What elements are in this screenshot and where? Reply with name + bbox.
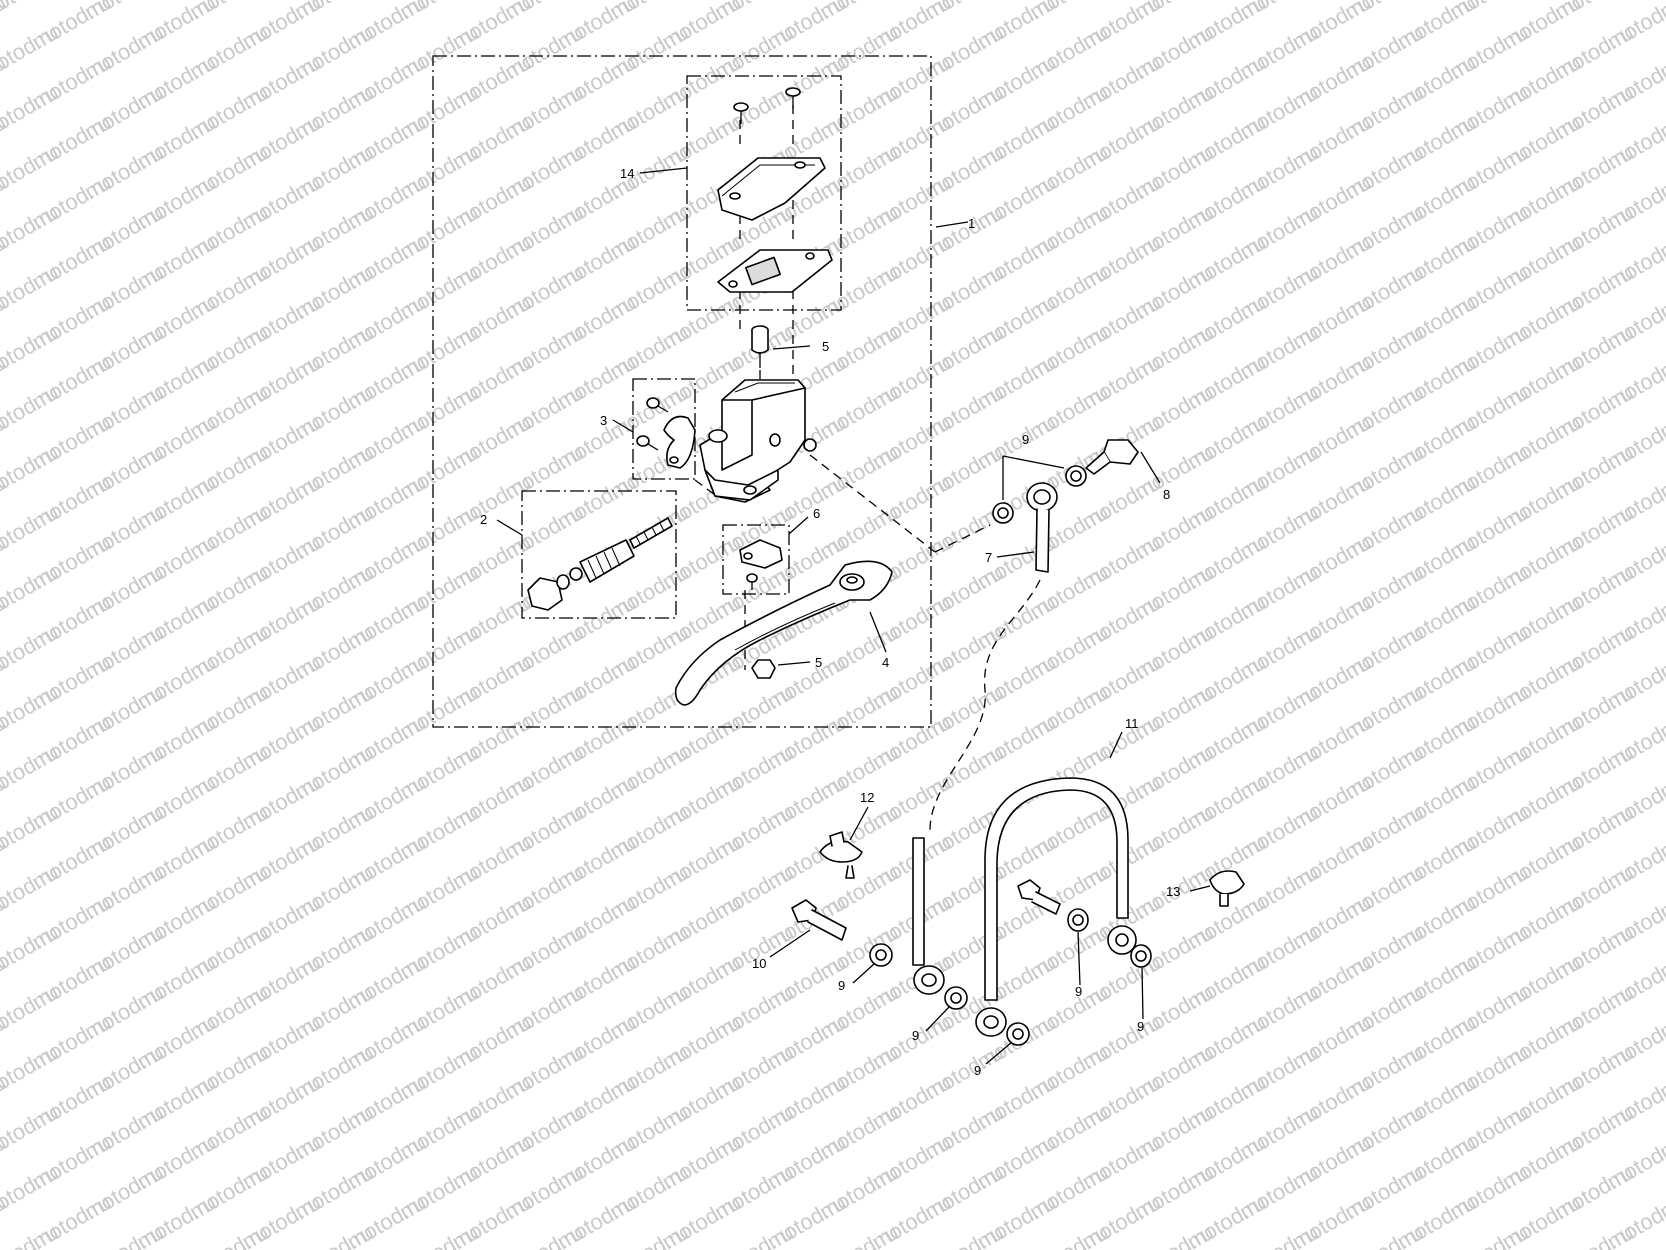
cap-screw-left	[733, 102, 749, 124]
hose-clip-12	[819, 831, 863, 879]
watermark-text: motod.ru	[0, 499, 63, 564]
watermark-text: motod.ru	[0, 559, 63, 624]
watermark-text: motod.ru	[0, 439, 63, 504]
watermark-text: motod.ru	[0, 979, 63, 1044]
master-cylinder-body	[699, 379, 817, 503]
callout-labels: 1 2 3 4 5 5 6 7 8 9 9 9 9 9 9 9 10 10 11…	[480, 166, 1180, 1078]
pivot-bolt-upper	[751, 325, 769, 368]
piston-assembly	[527, 517, 673, 611]
callout-8: 8	[1163, 487, 1170, 502]
brake-light-switch	[739, 539, 783, 590]
banjo-bolt-10	[791, 899, 847, 941]
alignment-lines	[694, 105, 1041, 831]
watermark-text: motod.ru	[0, 859, 63, 924]
leader-lines	[496, 167, 1211, 1065]
banjo-bolt-middle	[1017, 879, 1061, 915]
callout-2: 2	[480, 512, 487, 527]
callout-9-c: 9	[974, 1063, 981, 1078]
reservoir-cap-assembly	[717, 87, 833, 293]
watermark-text: motod.ru	[0, 1039, 63, 1104]
lever-nut	[751, 659, 776, 679]
assembly-14-outline	[686, 75, 842, 311]
reservoir-cap	[717, 157, 826, 221]
callout-9-upper: 9	[1022, 432, 1029, 447]
assembly-1-outline	[432, 55, 932, 728]
watermark-text: motod.ru	[0, 19, 63, 84]
lower-hose-assembly	[791, 777, 1245, 1046]
assembly-2-outline	[521, 490, 677, 619]
callout-7: 7	[985, 550, 992, 565]
cap-screw-right	[785, 87, 801, 109]
callout-6: 6	[813, 506, 820, 521]
callout-5-lower: 5	[815, 655, 822, 670]
watermark-text: motod.ru	[0, 739, 63, 804]
watermark-text: motod.ru	[0, 1099, 63, 1164]
watermark-text: motod.ru	[0, 919, 63, 984]
callout-9-b: 9	[912, 1028, 919, 1043]
upper-hose-fitting	[992, 439, 1139, 573]
hose-clip-13	[1209, 870, 1245, 907]
callout-5-upper: 5	[822, 339, 829, 354]
callout-11: 11	[1125, 716, 1139, 731]
brake-lever	[674, 560, 893, 706]
handlebar-clamp-assembly	[636, 397, 696, 469]
callout-3: 3	[600, 413, 607, 428]
watermark-text: motod.ru	[0, 259, 63, 324]
watermark-text: motod.ru	[0, 199, 63, 264]
callout-4: 4	[882, 655, 889, 670]
watermark-text: motod.ru	[0, 379, 63, 444]
watermark-text: motod.ru	[1655, 0, 1666, 24]
watermark-text: motod.ru	[0, 799, 63, 864]
callout-12: 12	[860, 790, 874, 805]
watermark-text: motod.ru	[0, 319, 63, 384]
callout-14: 14	[620, 166, 634, 181]
callout-9-e: 9	[1137, 1019, 1144, 1034]
watermark-text: motod.ru	[0, 79, 63, 144]
callout-13: 13	[1166, 884, 1180, 899]
assembly-3-outline	[632, 378, 696, 480]
u-brake-pipe	[984, 777, 1129, 1001]
watermark-text: motod.ru	[0, 1159, 63, 1224]
assembly-6-outline	[722, 524, 790, 595]
watermark-text: motod.ru	[0, 679, 63, 744]
callout-10: 10	[752, 956, 766, 971]
callout-1: 1	[968, 216, 975, 231]
callout-9-a: 9	[838, 978, 845, 993]
handlebar-clamp	[663, 415, 696, 469]
watermark-text: motod.ru	[0, 619, 63, 684]
watermark-text: motod.ru	[0, 139, 63, 204]
callout-9-d: 9	[1075, 984, 1082, 999]
